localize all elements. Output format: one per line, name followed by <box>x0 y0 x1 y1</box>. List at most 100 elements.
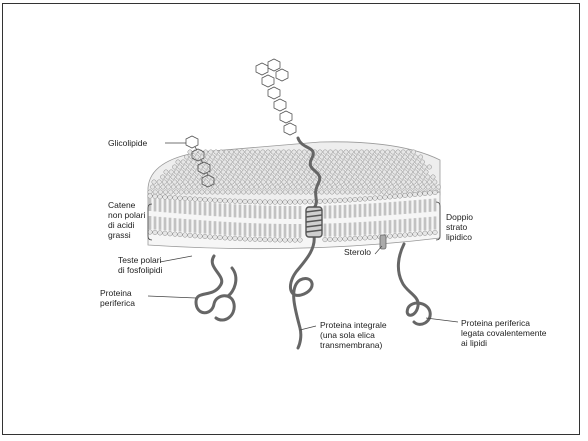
lipid-head <box>296 175 300 179</box>
lipid-head <box>346 155 350 159</box>
lipid-head <box>169 170 173 174</box>
lipid-head <box>389 175 393 179</box>
lipid-head <box>255 150 259 154</box>
lipid-head <box>268 237 273 242</box>
lipid-head <box>226 155 230 159</box>
lipid-head <box>355 180 359 184</box>
lipid-head <box>283 200 288 205</box>
lipid-head <box>394 175 398 179</box>
lipid-head <box>245 150 249 154</box>
lipid-head <box>251 180 255 184</box>
lipid-head <box>407 180 411 184</box>
lipid-head <box>231 190 235 194</box>
lipid-head <box>400 175 404 179</box>
lipid-head <box>217 160 221 164</box>
lipid-head <box>223 175 227 179</box>
lipid-head <box>184 155 188 159</box>
lipid-head <box>323 180 327 184</box>
lipid-head <box>403 155 407 159</box>
lipid-head <box>254 160 258 164</box>
lipid-head <box>370 180 374 184</box>
lipid-head <box>340 190 344 194</box>
lipid-head <box>302 150 306 154</box>
lipid-head <box>413 170 417 174</box>
lipid-head <box>401 165 405 169</box>
lipid-head <box>213 185 217 189</box>
lipid-head <box>178 180 182 184</box>
lipid-head <box>349 150 353 154</box>
lipid-head <box>403 193 408 198</box>
lipid-head <box>247 155 251 159</box>
lipid-head <box>173 232 178 237</box>
lipid-head <box>394 160 398 164</box>
lipid-head <box>408 232 413 237</box>
lipid-head <box>398 233 403 238</box>
lipid-head <box>229 150 233 154</box>
lipid-head <box>322 185 326 189</box>
lipid-head <box>248 237 253 242</box>
lipid-head <box>234 185 238 189</box>
lipid-head <box>160 175 164 179</box>
lipid-head <box>333 237 338 242</box>
lipid-head <box>240 165 244 169</box>
lipid-head <box>393 194 398 199</box>
lipid-head <box>412 165 416 169</box>
lipid-head <box>322 175 326 179</box>
lipid-head <box>267 190 271 194</box>
lipid-head <box>379 185 383 189</box>
lipid-head <box>250 150 254 154</box>
lipid-head <box>396 180 400 184</box>
lipid-head <box>248 199 253 204</box>
lipid-head <box>203 197 208 202</box>
lipid-head <box>368 196 373 201</box>
lipid-head <box>419 170 423 174</box>
lipid-head <box>243 160 247 164</box>
lipid-head <box>176 185 180 189</box>
lipid-head <box>231 170 235 174</box>
lipid-head <box>384 185 388 189</box>
lipid-head <box>400 185 404 189</box>
lipid-head <box>188 165 192 169</box>
lipid-head <box>258 200 263 205</box>
lipid-head <box>250 165 254 169</box>
lipid-head <box>283 238 288 243</box>
lipid-head <box>296 185 300 189</box>
lipid-head <box>183 233 188 238</box>
lipid-head <box>405 175 409 179</box>
lipid-head <box>328 150 332 154</box>
lipid-head <box>381 180 385 184</box>
lipid-head <box>242 170 246 174</box>
lipid-head <box>293 200 298 205</box>
lipid-head <box>293 190 297 194</box>
lipid-head <box>403 233 408 238</box>
lipid-head <box>209 165 213 169</box>
lipid-head <box>403 170 407 174</box>
lipid-head <box>219 180 223 184</box>
lipid-head <box>153 190 157 194</box>
lipid-head <box>415 160 419 164</box>
lipid-head <box>245 165 249 169</box>
lipid-head <box>320 170 324 174</box>
lipid-head <box>266 165 270 169</box>
lipid-head <box>386 180 390 184</box>
lipid-head <box>401 180 405 184</box>
lipid-head <box>365 165 369 169</box>
lipid-head <box>179 190 183 194</box>
lipid-head <box>299 155 303 159</box>
lipid-head <box>388 234 393 239</box>
lipid-head <box>173 180 177 184</box>
lipid-head <box>401 150 405 154</box>
lipid-head <box>387 155 391 159</box>
lipid-head <box>178 232 183 237</box>
lipid-head <box>208 198 213 203</box>
lipid-head <box>179 170 183 174</box>
lipid-head <box>188 150 192 154</box>
lipid-head <box>157 180 161 184</box>
lipid-head <box>287 180 291 184</box>
lipid-head <box>271 180 275 184</box>
peripheral-protein-label: Proteina periferica <box>100 288 135 308</box>
lipid-head <box>333 198 338 203</box>
lipid-head <box>396 150 400 154</box>
lipid-head <box>358 236 363 241</box>
